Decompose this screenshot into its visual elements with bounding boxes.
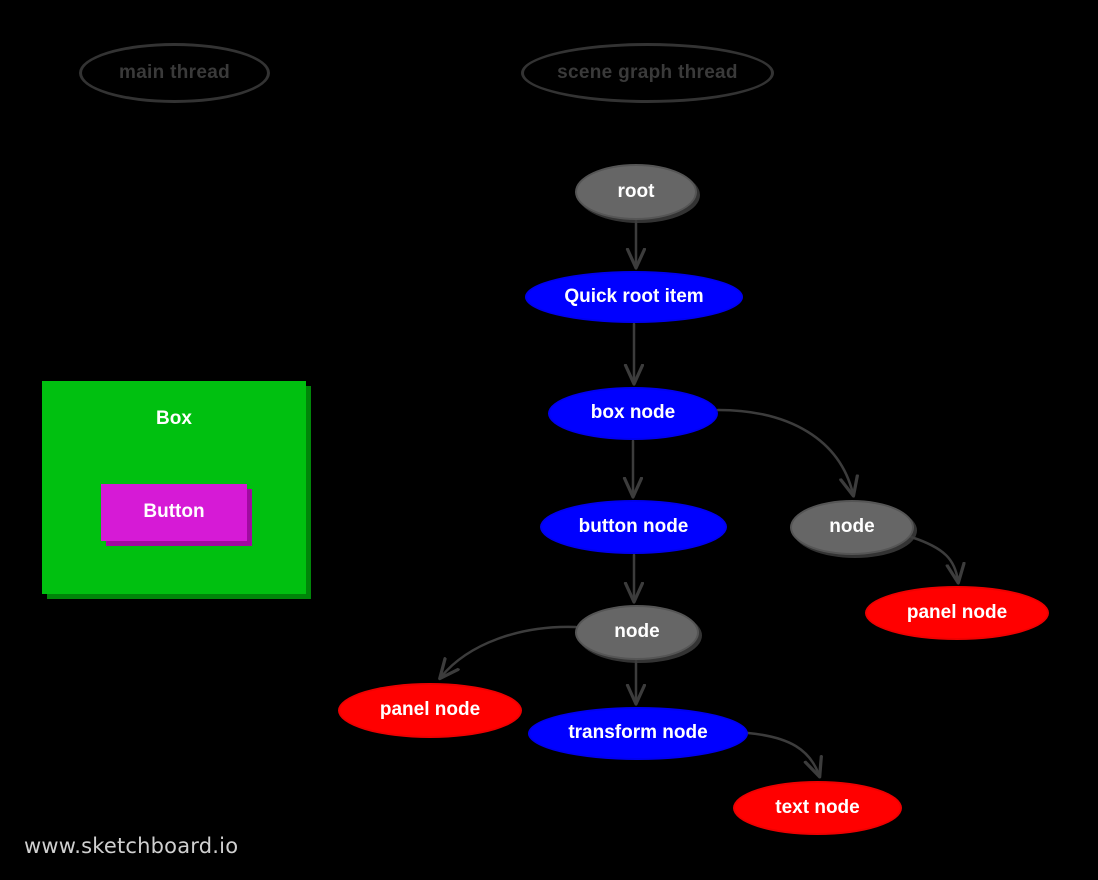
node-left-panel-node[interactable]: panel node bbox=[338, 683, 522, 738]
node-right-panel-node-label: panel node bbox=[906, 601, 1008, 623]
edge-right-node-to-right-panel-node bbox=[909, 535, 958, 581]
watermark: www.sketchboard.io bbox=[24, 834, 239, 858]
node-root-label: root bbox=[617, 180, 655, 202]
edge-box-node-to-right-node bbox=[716, 408, 853, 494]
widget-button-label: Button bbox=[143, 501, 205, 523]
node-box-node[interactable]: box node bbox=[548, 387, 718, 440]
edge-middle-node-to-left-panel-node bbox=[441, 625, 578, 677]
node-button-node-label: button node bbox=[578, 515, 689, 537]
widget-box-label: Box bbox=[156, 408, 192, 429]
node-button-node[interactable]: button node bbox=[540, 500, 727, 554]
widget-button[interactable]: Button bbox=[101, 484, 247, 541]
node-transform-node[interactable]: transform node bbox=[528, 707, 748, 760]
widget-box[interactable]: Box bbox=[42, 381, 306, 594]
node-quick-root-item[interactable]: Quick root item bbox=[525, 271, 743, 323]
lane-scene-graph-thread-label: scene graph thread bbox=[557, 61, 738, 83]
lane-main-thread[interactable]: main thread bbox=[79, 43, 270, 103]
node-quick-root-item-label: Quick root item bbox=[564, 285, 704, 307]
node-transform-node-label: transform node bbox=[568, 722, 708, 744]
node-box-node-label: box node bbox=[590, 402, 676, 424]
node-text-node-label: text node bbox=[775, 796, 860, 818]
node-right-node[interactable]: node bbox=[790, 500, 914, 555]
lane-scene-graph-thread[interactable]: scene graph thread bbox=[521, 43, 774, 103]
node-middle-node-label: node bbox=[614, 621, 660, 643]
node-middle-node[interactable]: node bbox=[575, 605, 699, 660]
lane-main-thread-label: main thread bbox=[119, 61, 230, 83]
node-right-node-label: node bbox=[829, 516, 875, 538]
node-right-panel-node[interactable]: panel node bbox=[865, 586, 1049, 640]
edge-transform-node-to-text-node bbox=[746, 731, 819, 775]
node-left-panel-node-label: panel node bbox=[379, 699, 481, 721]
node-text-node[interactable]: text node bbox=[733, 781, 902, 835]
node-root[interactable]: root bbox=[575, 164, 697, 220]
